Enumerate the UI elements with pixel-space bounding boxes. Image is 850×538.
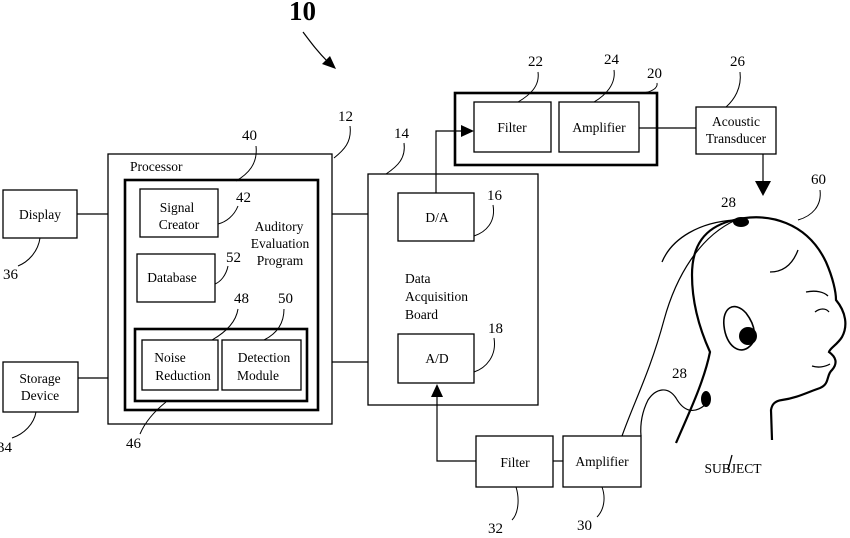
noise-reduction-line1: Noise	[154, 350, 186, 365]
ref-46: 46	[126, 436, 142, 452]
ref-48: 48	[234, 291, 249, 307]
noise-reduction-line2: Reduction	[155, 368, 211, 383]
ad-converter-label: A/D	[425, 351, 449, 366]
daq-title-line2: Acquisition	[405, 289, 468, 304]
ref-28-neck: 28	[672, 366, 687, 382]
ref-40: 40	[242, 128, 257, 144]
ref-26-leader	[726, 72, 740, 107]
ref-24-leader	[594, 70, 614, 102]
ref-14-leader	[386, 143, 404, 174]
output-filter-label: Filter	[497, 120, 527, 135]
ref-30: 30	[577, 518, 592, 534]
figure-number: 10	[289, 0, 316, 26]
ref-24: 24	[604, 52, 620, 68]
storage-device-label-line1: Storage	[19, 371, 60, 386]
figure-arrow	[303, 32, 328, 62]
storage-device-box	[3, 362, 78, 412]
transducer-arrowhead	[755, 181, 771, 196]
ref-36-leader	[18, 238, 40, 266]
ref-32: 32	[488, 521, 503, 537]
detection-module-line2: Module	[237, 368, 279, 383]
database-label: Database	[147, 270, 196, 285]
storage-device-label-line2: Device	[21, 388, 59, 403]
acoustic-transducer-line1: Acoustic	[712, 114, 760, 129]
neck-electrode	[701, 391, 711, 407]
detection-module-line1: Detection	[238, 350, 291, 365]
top-electrode-wire	[622, 220, 736, 436]
ref-20-leader	[642, 83, 657, 93]
program-label-line3: Program	[257, 253, 304, 268]
ref-34-leader	[12, 412, 36, 438]
ref-14: 14	[394, 126, 410, 142]
subject-label: SUBJECT	[704, 461, 762, 476]
ear-electrode	[739, 327, 757, 345]
ref-34: 34	[0, 440, 13, 456]
ref-32-leader	[512, 487, 518, 520]
signal-creator-line1: Signal	[160, 200, 195, 215]
daq-title-line1: Data	[405, 271, 430, 286]
ref-26: 26	[730, 54, 746, 70]
display-label: Display	[19, 207, 61, 222]
ref-22: 22	[528, 54, 543, 70]
ref-42: 42	[236, 190, 251, 206]
ref-52: 52	[226, 250, 241, 266]
ref-22-leader	[518, 72, 538, 102]
ref-28-top: 28	[721, 195, 736, 211]
input-filter-label: Filter	[500, 455, 530, 470]
top-electrode	[733, 217, 749, 227]
output-amplifier-label: Amplifier	[572, 120, 626, 135]
filter-to-ad-line	[437, 396, 476, 461]
acoustic-transducer-line2: Transducer	[706, 131, 767, 146]
ref-20: 20	[647, 66, 662, 82]
program-label-line2: Evaluation	[251, 236, 310, 251]
ref-36: 36	[3, 267, 19, 283]
ref-12: 12	[338, 109, 353, 125]
program-label-line1: Auditory	[255, 219, 304, 234]
ref-12-leader	[334, 126, 350, 158]
daq-title-line3: Board	[405, 307, 438, 322]
input-amplifier-label: Amplifier	[575, 454, 629, 469]
ref-16: 16	[487, 188, 503, 204]
da-to-filter-arrowhead	[461, 125, 474, 137]
ref-50: 50	[278, 291, 293, 307]
ref-60: 60	[811, 172, 826, 188]
signal-creator-line2: Creator	[159, 217, 200, 232]
subject-head	[662, 217, 845, 470]
ref-30-leader	[597, 487, 604, 517]
ref-60-leader	[798, 190, 820, 220]
processor-title: Processor	[130, 159, 183, 174]
da-converter-label: D/A	[425, 210, 449, 225]
ref-18: 18	[488, 321, 503, 337]
